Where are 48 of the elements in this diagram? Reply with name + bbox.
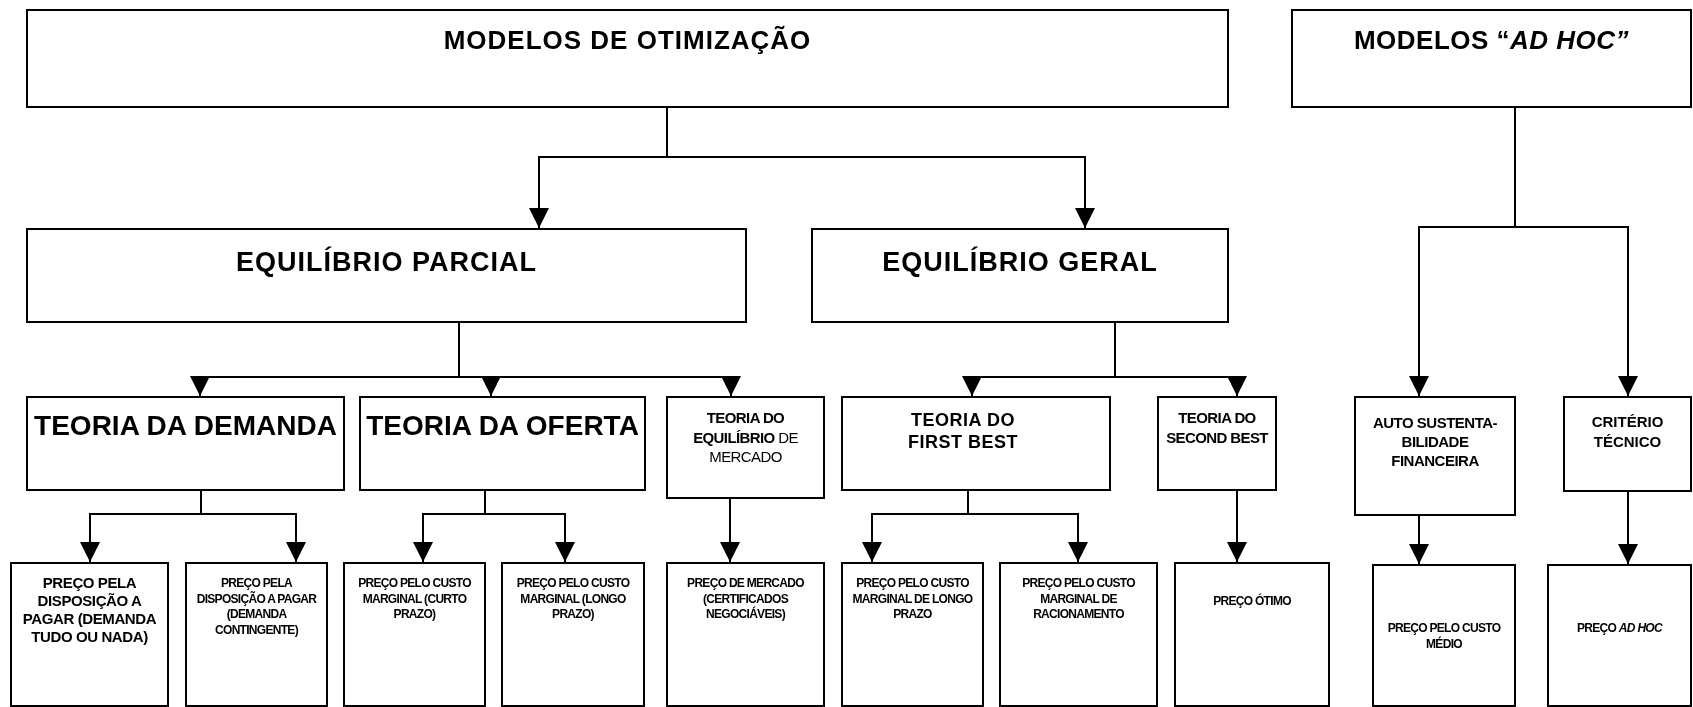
arrow [1409, 515, 1429, 565]
box-label: MODELOS DE OTIMIZAÇÃO [443, 25, 812, 57]
arrow [1227, 490, 1247, 563]
box [666, 396, 825, 499]
box [1157, 396, 1277, 491]
box [10, 562, 169, 707]
box-label: PREÇO PELA DISPOSIÇÃO A PAGAR (DEMANDA TUDO OU NADA) [21, 574, 158, 646]
box-label: MODELOS “AD HOC” [1353, 25, 1630, 57]
box [185, 562, 328, 707]
box-label: PREÇO PELO CUSTO MARGINAL DE LONGO PRAZO [851, 576, 974, 623]
box [811, 228, 1229, 323]
box-label: PREÇO ÓTIMO [1213, 594, 1291, 610]
box [343, 562, 486, 707]
box-label: AUTO SUSTENTA- BILIDADE FINANCEIRA [1371, 414, 1499, 471]
box [501, 562, 645, 707]
box [1174, 562, 1330, 707]
box [1372, 564, 1516, 707]
box-label: PREÇO PELO CUSTO MARGINAL (CURTO PRAZO) [357, 576, 472, 623]
arrow [720, 498, 740, 563]
box-label: TEORIA DO FIRST BEST [907, 410, 1019, 454]
box-label: TEORIA DO SECOND BEST [1165, 408, 1270, 447]
box [841, 562, 984, 707]
box [666, 562, 825, 707]
box [999, 562, 1158, 707]
arrow [200, 490, 306, 563]
box [1547, 564, 1692, 707]
box-label: TEORIA DA DEMANDA [34, 410, 337, 443]
box-label: EQUILÍBRIO PARCIAL [236, 246, 537, 279]
box [26, 396, 345, 491]
arrow [1114, 322, 1247, 397]
box [1354, 396, 1516, 516]
box-label: PREÇO PELO CUSTO MARGINAL (LONGO PRAZO) [515, 576, 631, 623]
box-label: PREÇO DE MERCADO (CERTIFICADOS NEGOCIÁVEIS) [686, 576, 805, 623]
box [26, 9, 1229, 108]
box-label: EQUILÍBRIO GERAL [882, 246, 1158, 279]
box [1291, 9, 1692, 108]
box-label: CRITÉRIO TÉCNICO [1590, 412, 1665, 451]
box-label: TEORIA DO EQUILÍBRIO DE MERCADO [692, 408, 799, 467]
box-label: PREÇO PELA DISPOSIÇÃO A PAGAR (DEMANDA CONTINGENTE) [195, 576, 318, 639]
box [359, 396, 646, 491]
box-label: TEORIA DA OFERTA [366, 410, 639, 443]
arrow [484, 490, 575, 563]
box [26, 228, 747, 323]
arrow [1618, 491, 1638, 565]
box [841, 396, 1111, 491]
box-label: PREÇO PELO CUSTO MARGINAL DE RACIONAMENTO [1021, 576, 1136, 623]
box-label: PREÇO PELO CUSTO MÉDIO [1386, 621, 1502, 653]
box [1563, 396, 1692, 492]
